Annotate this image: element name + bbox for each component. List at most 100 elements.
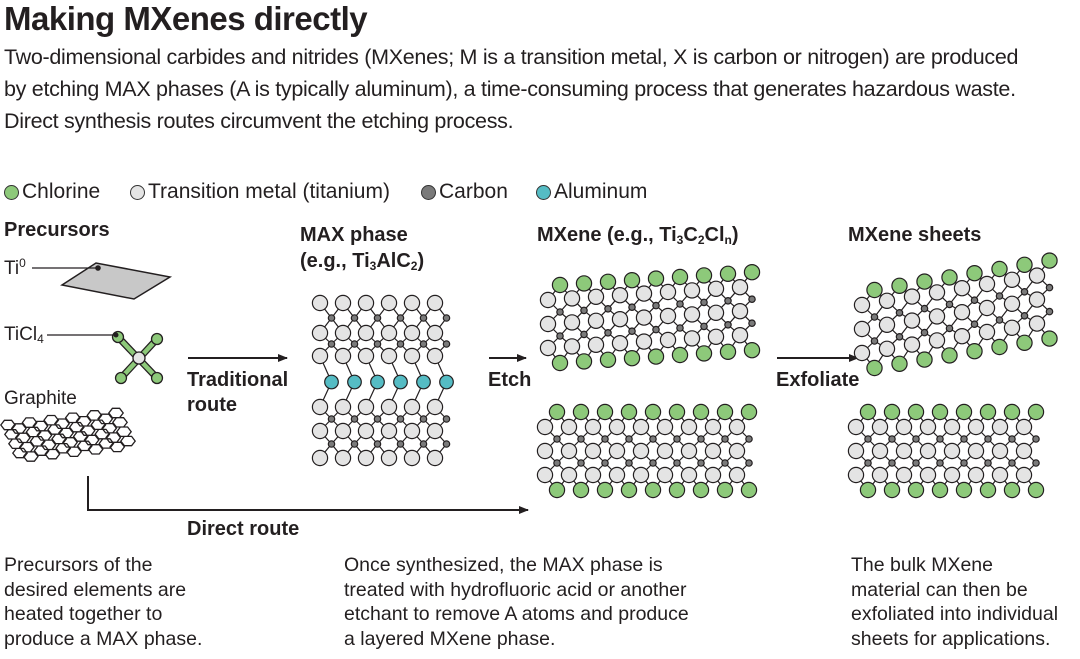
titanium-atom: [611, 287, 629, 304]
carbon-atom: [1045, 283, 1054, 292]
chlorine-atom: [743, 264, 761, 281]
titanium-atom: [632, 466, 650, 484]
titanium-atom: [659, 283, 677, 301]
titanium-atom: [871, 418, 889, 436]
chlorine-atom: [740, 481, 758, 499]
carbon-atom: [1008, 459, 1016, 467]
titanium-atom: [895, 442, 913, 460]
titanium-atom: [635, 333, 653, 350]
titanium-atom: [1015, 442, 1033, 460]
titanium-atom: [895, 466, 913, 484]
titanium-atom: [426, 347, 444, 365]
titanium-atom: [426, 294, 444, 312]
chlorine-atom: [859, 481, 877, 499]
aluminum-atom: [324, 374, 339, 390]
chlorine-atom: [991, 260, 1008, 278]
titanium-atom: [584, 418, 602, 436]
titanium-atom: [311, 422, 329, 440]
titanium-atom: [680, 442, 698, 460]
titanium-atom: [357, 449, 375, 467]
mxene-heading: MXene (e.g., Ti3C2Cln): [537, 224, 739, 247]
carbon-atom: [442, 314, 451, 322]
titanium-atom: [683, 306, 701, 323]
titanium-atom: [632, 442, 650, 460]
titanium-atom: [707, 280, 725, 297]
titanium-atom: [357, 347, 375, 365]
chlorine-atom: [941, 269, 958, 286]
chlorine-atom: [966, 343, 983, 360]
titanium-atom: [403, 398, 421, 416]
titanium-atom: [380, 294, 398, 312]
titanium-atom: [878, 292, 896, 309]
titanium-atom: [536, 418, 554, 436]
intro-line-3: Direct synthesis routes circumvent the e…: [4, 109, 514, 133]
chlorine-atom: [719, 265, 737, 282]
carbon-atom: [936, 435, 944, 443]
titanium-atom: [334, 398, 352, 416]
titanium-atom: [967, 418, 985, 436]
carbon-atom: [1020, 287, 1029, 296]
chlorine-atom: [907, 481, 925, 499]
carbon-atom: [350, 415, 359, 423]
carbon-atom: [960, 459, 968, 467]
chlorine-atom: [883, 403, 901, 421]
chlorine-atom: [692, 403, 710, 421]
aluminum-atom: [439, 374, 454, 390]
carbon-atom: [652, 325, 660, 334]
titanium-atom: [704, 442, 722, 460]
carbon-atom: [327, 415, 336, 423]
legend-label: Transition metal (titanium): [148, 180, 390, 203]
titanium-atom: [403, 347, 421, 365]
carbon-atom: [1045, 307, 1054, 316]
titanium-atom: [584, 442, 602, 460]
carbon-atom: [577, 435, 585, 443]
titanium-atom: [380, 449, 398, 467]
chlorine-atom: [979, 481, 997, 499]
carbon-atom: [580, 330, 588, 339]
titanium-atom: [1003, 295, 1021, 312]
carbon-atom: [419, 440, 428, 448]
legend-carbon: Carbon: [421, 180, 508, 204]
chlorine-atom: [907, 403, 925, 421]
titanium-atom: [403, 324, 421, 342]
carbon-atom: [396, 415, 405, 423]
direct-route-arrow: [87, 476, 529, 514]
titanium-atom: [895, 418, 913, 436]
titanium-atom: [871, 442, 889, 460]
chlorine-atom: [599, 273, 617, 290]
carbon-atom: [350, 440, 359, 448]
carbon-atom: [556, 332, 564, 340]
graphite-honeycomb: [0, 407, 137, 462]
carbon-atom: [970, 296, 979, 305]
titanium-atom: [311, 449, 329, 467]
carbon-atom: [419, 415, 428, 423]
chlorine-atom: [668, 481, 686, 499]
titanium-atom: [334, 324, 352, 342]
titanium-atom: [967, 466, 985, 484]
carbon-atom: [1032, 435, 1040, 443]
carbon-atom: [327, 340, 336, 348]
carbon-dot-icon: [421, 184, 436, 200]
titanium-atom: [536, 466, 554, 484]
titanium-atom: [587, 312, 605, 329]
carbon-atom: [373, 440, 382, 448]
titanium-atom: [357, 422, 375, 440]
carbon-atom: [724, 320, 732, 329]
chlorine-atom: [891, 277, 908, 294]
carbon-atom: [700, 322, 708, 331]
titanium-atom: [659, 307, 677, 325]
carbon-atom: [604, 304, 612, 313]
carbon-atom: [442, 415, 451, 423]
ticl4-molecule-icon: [47, 330, 164, 385]
titanium-atom: [539, 315, 557, 333]
chlorine-atom: [572, 403, 590, 421]
titanium-atom: [878, 316, 896, 333]
carbon-atom: [350, 340, 359, 348]
legend-label: Carbon: [439, 180, 508, 203]
carbon-atom: [888, 435, 896, 443]
page-title: Making MXenes directly: [4, 0, 368, 37]
titanium-atom: [928, 284, 946, 301]
carbon-atom: [1020, 311, 1029, 320]
titanium-atom: [943, 466, 961, 484]
aluminum-atom: [347, 374, 362, 390]
